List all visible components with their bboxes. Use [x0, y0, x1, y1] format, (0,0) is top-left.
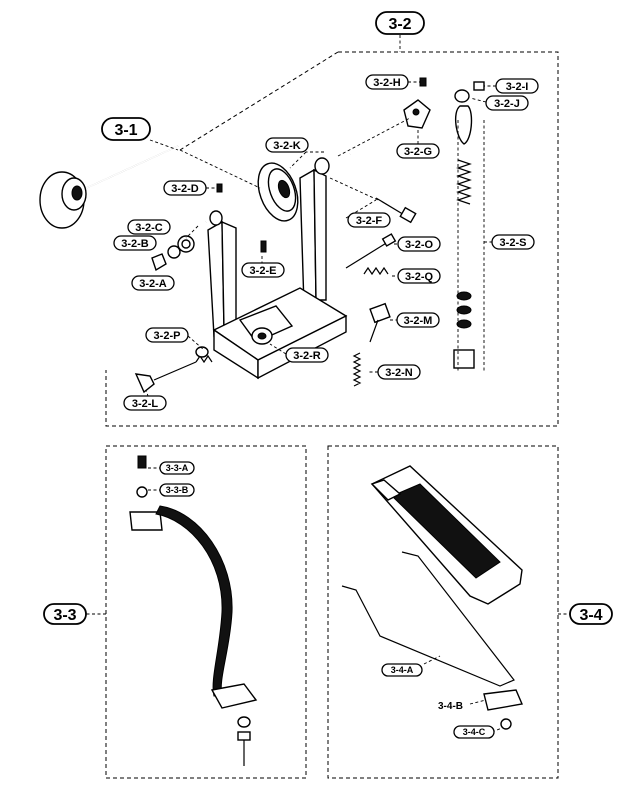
svg-text:3-2-O: 3-2-O	[405, 239, 434, 251]
svg-text:3-2-B: 3-2-B	[121, 238, 149, 250]
label-3-4-section: 3-4	[569, 603, 613, 625]
label-3-2-b: 3-2-B	[113, 235, 157, 251]
chain-assembly	[129, 455, 258, 766]
label-3-2-h: 3-2-H	[365, 74, 409, 90]
spring-bolt-part	[345, 233, 397, 269]
svg-text:3-2-K: 3-2-K	[273, 140, 301, 152]
section-3-2-frame	[105, 51, 559, 427]
label-3-2-p: 3-2-P	[145, 327, 189, 343]
label-3-2-e: 3-2-E	[241, 262, 285, 278]
label-3-4-a: 3-4-A	[381, 663, 423, 677]
beater	[39, 145, 179, 229]
label-3-3-b: 3-3-B	[159, 483, 195, 497]
label-3-4-c: 3-4-C	[453, 725, 495, 739]
svg-text:3-2-M: 3-2-M	[404, 315, 433, 327]
svg-text:3-4-B: 3-4-B	[438, 701, 463, 712]
label-3-2-i: 3-2-I	[495, 78, 539, 94]
svg-text:3-2-L: 3-2-L	[132, 398, 159, 410]
label-3-2-f: 3-2-F	[347, 212, 391, 228]
svg-text:3-2-F: 3-2-F	[356, 215, 383, 227]
svg-text:3-2-P: 3-2-P	[154, 330, 181, 342]
svg-text:3-2-A: 3-2-A	[139, 278, 167, 290]
svg-text:3-2-E: 3-2-E	[250, 265, 277, 277]
section-3-4-frame	[327, 445, 559, 779]
label-text: 3-1	[114, 122, 137, 139]
svg-text:3-2-R: 3-2-R	[293, 350, 321, 362]
label-3-2-s: 3-2-S	[491, 234, 535, 250]
label-3-2-j: 3-2-J	[485, 95, 529, 111]
svg-text:3-2-C: 3-2-C	[135, 222, 163, 234]
chain-links	[155, 505, 233, 697]
label-3-2-section: 3-2	[375, 11, 425, 35]
svg-text:3-2-J: 3-2-J	[494, 98, 520, 110]
label-3-1-section: 3-1	[101, 117, 151, 141]
washer-and-nut-parts	[151, 235, 195, 272]
svg-text:3-2-N: 3-2-N	[385, 367, 413, 379]
label-3-2-n: 3-2-N	[377, 364, 421, 380]
svg-text:3-2-Q: 3-2-Q	[405, 271, 434, 283]
spring-assembly	[453, 105, 485, 372]
pedal-frame-assembly	[205, 153, 351, 380]
label-3-2-m: 3-2-M	[396, 312, 440, 328]
leader-lines-3-3	[86, 467, 160, 615]
label-3-3-section: 3-3	[43, 603, 87, 625]
bolt-part	[375, 197, 417, 224]
label-3-3-a: 3-3-A	[159, 461, 195, 475]
svg-text:3-4-C: 3-4-C	[463, 727, 486, 737]
label-text: 3-2	[388, 16, 411, 33]
svg-text:3-4-A: 3-4-A	[391, 665, 414, 675]
label-text: 3-3	[53, 607, 76, 624]
label-3-2-g: 3-2-G	[396, 143, 440, 159]
svg-text:3-2-I: 3-2-I	[506, 81, 529, 93]
label-3-2-r: 3-2-R	[285, 347, 329, 363]
clamp-spring-part	[352, 352, 362, 387]
label-3-4-b: 3-4-B	[438, 701, 463, 712]
leader-lines-3-4	[423, 613, 570, 733]
label-3-2-k: 3-2-K	[265, 137, 309, 153]
label-3-2-l: 3-2-L	[123, 395, 167, 411]
label-3-2-q: 3-2-Q	[397, 268, 441, 284]
small-spring-part	[363, 266, 389, 276]
label-3-2-o: 3-2-O	[397, 236, 441, 252]
label-3-2-a: 3-2-A	[131, 275, 175, 291]
label-text: 3-4	[579, 607, 602, 624]
svg-text:3-2-D: 3-2-D	[171, 183, 199, 195]
svg-text:3-3-A: 3-3-A	[166, 463, 189, 473]
label-3-2-c: 3-2-C	[127, 219, 171, 235]
wing-bolt-part	[134, 346, 213, 394]
svg-text:3-2-S: 3-2-S	[500, 237, 527, 249]
label-3-2-d: 3-2-D	[163, 180, 207, 196]
spring-hook-parts	[403, 77, 485, 129]
svg-text:3-2-G: 3-2-G	[404, 146, 432, 158]
svg-text:3-2-H: 3-2-H	[373, 77, 401, 89]
svg-text:3-3-B: 3-3-B	[166, 485, 189, 495]
footboard-assembly	[341, 465, 523, 730]
section-3-3-frame	[105, 445, 307, 779]
thumb-screw-part	[369, 302, 391, 343]
